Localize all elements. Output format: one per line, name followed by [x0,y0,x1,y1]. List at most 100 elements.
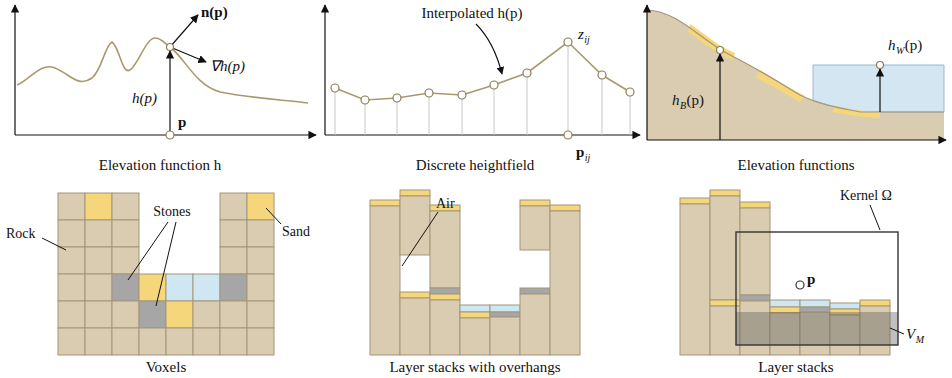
layer [740,202,770,208]
layer [550,205,580,211]
voxel [85,193,112,220]
voxel [166,274,193,301]
sample-point [393,94,401,102]
voxel [139,328,166,355]
layer [680,204,710,355]
voxel-grid [58,193,274,355]
panel-caption: Elevation functions [737,157,854,174]
elevation-plot [15,5,316,139]
subscript: ij [584,34,590,45]
voxel [247,328,274,355]
material-label: Rock [6,226,36,241]
voxel [58,220,85,247]
interpolation-label: Interpolated h(p) [421,5,522,22]
voxel [139,301,166,328]
panel-caption: Voxels [146,359,187,376]
sample-line [568,46,569,135]
point-label: p [178,114,186,131]
grid-point [564,131,572,139]
sample-line [494,89,495,135]
voxel [58,274,85,301]
layer [550,211,580,355]
panel-caption: Layer stacks [758,359,833,376]
heightfield-plot [325,5,640,139]
layer [830,303,860,309]
voxel [193,274,220,301]
layer [490,305,520,312]
layer [490,312,520,317]
layer [710,190,740,196]
voxel [85,220,112,247]
layer [740,295,770,301]
grid-point-label: p [576,144,584,161]
layer [520,294,550,355]
layer [400,292,430,298]
voxel [247,274,274,301]
layer [430,288,460,294]
point-label: p [807,271,815,288]
subscript: ij [585,152,591,163]
voxel [193,328,220,355]
layer [490,317,520,355]
layer [430,300,460,355]
layer [860,300,890,306]
voxel [58,247,85,274]
layer [520,200,550,206]
sample-line [397,102,398,135]
subscript: W [896,45,904,56]
layer-stacks-overhangs [370,190,580,355]
material-label: Sand [282,224,310,239]
sample-line [365,104,366,135]
sample-line [335,92,336,135]
sample-point [626,88,634,96]
layer [370,200,400,206]
voxel [112,328,139,355]
layer [800,300,830,307]
voxel [193,301,220,328]
sample-line [429,97,430,135]
subscript: B [680,100,686,111]
layer [680,198,710,204]
voxel [247,220,274,247]
voxel [247,247,274,274]
panel-caption: Elevation function h [99,157,221,174]
voxel [166,328,193,355]
interpolated-curve [335,42,630,100]
voxel [139,274,166,301]
layer [460,305,490,312]
water-height-label: h [888,37,896,54]
voxel [85,301,112,328]
sample-point [598,71,606,79]
kernel [736,232,898,345]
layer [740,208,770,295]
material-label: Air [436,196,455,211]
region-label: V [906,326,915,343]
terrain-water-plot [647,5,946,140]
sample-line [462,99,463,135]
argument: (p) [905,37,923,54]
normal-label: n(p) [201,4,228,21]
sample-point [361,96,369,104]
sample-point [523,69,531,77]
voxel [58,328,85,355]
height-sample-label: z [578,26,584,43]
sample-line [527,77,528,135]
height-label: h(p) [132,90,157,107]
sample-line [630,96,631,135]
sample-point [490,81,498,89]
kernel-label: Kernel Ω [840,188,892,203]
voxel [112,220,139,247]
voxel [112,274,139,301]
sample-point [331,84,339,92]
sample-point [564,38,572,46]
voxel [220,220,247,247]
argument: (p) [687,92,705,109]
subscript: M [916,334,924,345]
layer [520,206,550,250]
voxel [220,301,247,328]
layer [770,300,800,307]
layer [460,312,490,318]
voxel [58,301,85,328]
leader-lines [42,205,904,334]
gradient-label: ∇h(p) [210,58,245,75]
